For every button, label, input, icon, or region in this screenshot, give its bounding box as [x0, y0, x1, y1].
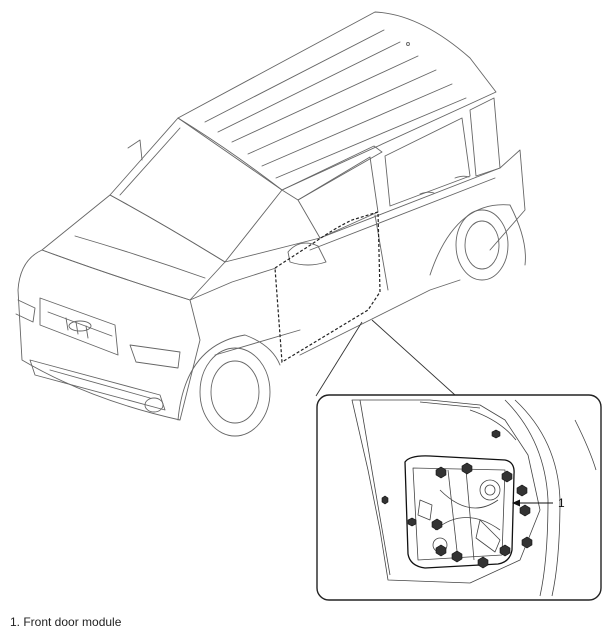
rear-door-handle	[419, 191, 435, 195]
regulator-motor	[479, 479, 501, 501]
side-mirror	[287, 242, 327, 266]
leader-lines	[315, 319, 456, 397]
rear-wheel	[455, 209, 509, 281]
door-inner-panel	[351, 399, 541, 584]
hood	[41, 194, 226, 301]
door-module-panel	[404, 455, 515, 569]
mounting-bolts	[381, 429, 533, 569]
roof-panel	[177, 11, 497, 191]
figure-caption: 1. Front door module	[10, 615, 122, 629]
vehicle-door-module-diagram: 1	[15, 11, 602, 601]
front-door-dashed-outline	[274, 211, 381, 364]
detail-box	[316, 394, 602, 601]
callout-arrowhead	[512, 499, 520, 507]
quarter-window	[469, 97, 501, 177]
vehicle-line-art	[15, 11, 526, 437]
brand-emblem	[68, 320, 92, 332]
front-grille	[39, 297, 119, 356]
front-door-window	[297, 156, 379, 239]
fog-lamp	[144, 397, 164, 413]
detail-inset: 1	[316, 394, 602, 601]
rear-door-window	[384, 117, 471, 207]
callout-number: 1	[558, 496, 565, 510]
front-wheel	[199, 347, 271, 437]
windshield	[109, 117, 283, 263]
headlamp-left	[129, 344, 181, 369]
